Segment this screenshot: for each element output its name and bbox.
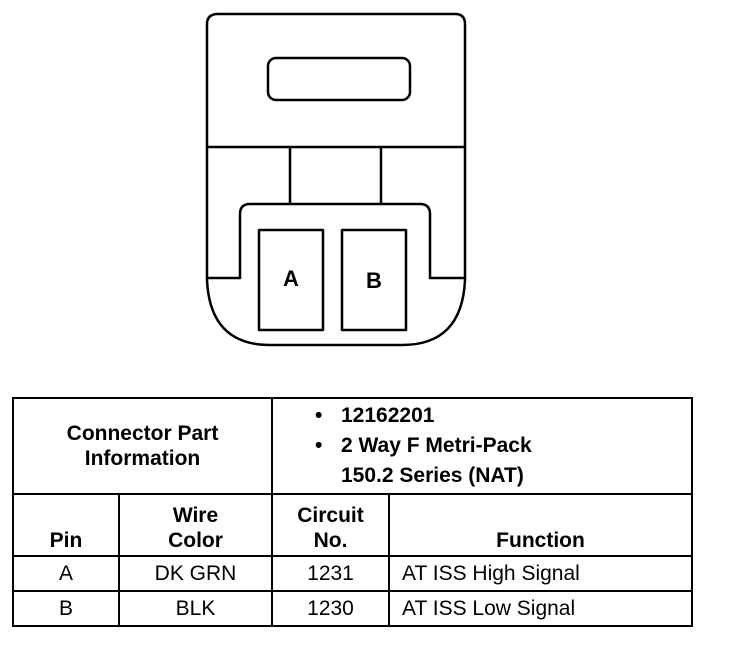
table-row: B BLK 1230 AT ISS Low Signal [12, 590, 693, 627]
part-number: 12162201 [315, 401, 691, 431]
part-info-row: Connector Part Information 12162201 2 Wa… [12, 397, 693, 495]
column-headers: Pin Wire Color Circuit No. Function [12, 493, 693, 557]
cell-pin: B [12, 590, 120, 627]
cell-function: AT ISS Low Signal [388, 590, 693, 627]
connector-info-table: Connector Part Information 12162201 2 Wa… [12, 397, 693, 627]
cell-circuit: 1231 [271, 555, 390, 592]
cell-circuit: 1230 [271, 590, 390, 627]
pin-b-cavity [340, 228, 408, 332]
cell-function: AT ISS High Signal [388, 555, 693, 592]
table-row: A DK GRN 1231 AT ISS High Signal [12, 555, 693, 592]
header-wire-color: Wire Color [118, 493, 273, 557]
header-pin: Pin [12, 493, 120, 557]
pin-b-label: B [366, 268, 382, 293]
header-function: Function [388, 493, 693, 557]
connector-housing [205, 12, 467, 347]
pin-a-cavity [257, 228, 325, 332]
cell-pin: A [12, 555, 120, 592]
part-info-details: 12162201 2 Way F Metri-Pack 150.2 Series… [271, 397, 693, 495]
part-info-title: Connector Part Information [12, 397, 273, 495]
locking-tab [266, 56, 412, 102]
cell-wire-color: BLK [118, 590, 273, 627]
header-circuit: Circuit No. [271, 493, 390, 557]
pin-a-label: A [283, 266, 299, 291]
cell-wire-color: DK GRN [118, 555, 273, 592]
terminal-cavity [207, 202, 465, 280]
connector-type: 2 Way F Metri-Pack 150.2 Series (NAT) [315, 431, 691, 491]
connector-face-diagram: A B [205, 12, 467, 347]
